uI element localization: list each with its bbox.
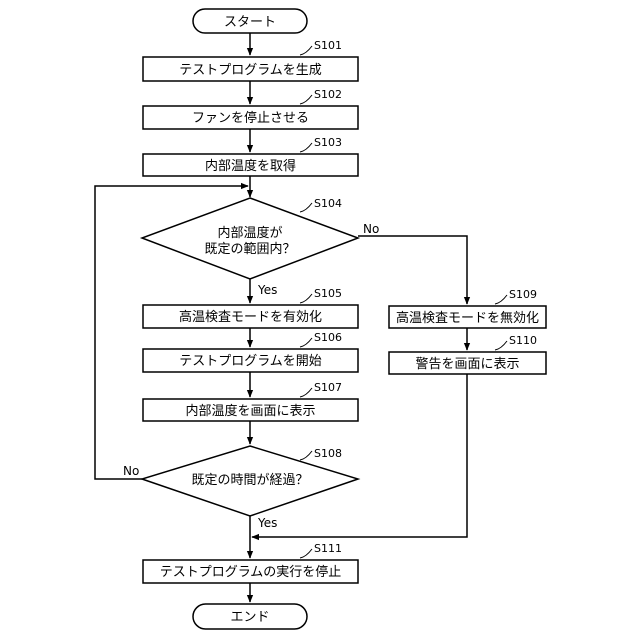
s111-step: S111 xyxy=(314,542,342,555)
start-label: スタート xyxy=(224,15,276,30)
s105-step: S105 xyxy=(314,287,342,300)
s103-step: S103 xyxy=(314,136,342,149)
s108-no-label: No xyxy=(123,464,139,478)
decision-s104: 内部温度が 既定の範囲内？ S104 xyxy=(142,197,358,279)
s101-step: S101 xyxy=(314,39,342,52)
start-terminal: スタート xyxy=(193,9,307,33)
end-terminal: エンド xyxy=(193,604,307,629)
s104-label-line1: 内部温度が xyxy=(217,225,282,241)
s103-label: 内部温度を取得 xyxy=(205,158,296,174)
s101-label: テストプログラムを生成 xyxy=(179,63,322,78)
s108-step: S108 xyxy=(314,447,342,460)
s107-step: S107 xyxy=(314,381,342,394)
s106-label: テストプログラムを開始 xyxy=(179,354,322,369)
s107-label: 内部温度を画面に表示 xyxy=(185,403,315,419)
s104-yes-label: Yes xyxy=(257,283,277,297)
s111-label: テストプログラムの実行を停止 xyxy=(160,564,342,580)
decision-s108: 既定の時間が経過？ S108 xyxy=(142,446,358,516)
s106-step: S106 xyxy=(314,331,342,344)
s102-label: ファンを停止させる xyxy=(192,110,309,126)
s108-yes-label: Yes xyxy=(257,516,277,530)
s104-no-label: No xyxy=(363,222,379,236)
s104-label-line2: 既定の範囲内？ xyxy=(204,241,295,257)
s105-label: 高温検査モードを有効化 xyxy=(179,309,322,325)
s109-step: S109 xyxy=(509,288,537,301)
end-label: エンド xyxy=(230,610,269,625)
s102-step: S102 xyxy=(314,88,342,101)
s104-step: S104 xyxy=(314,197,342,210)
s109-label: 高温検査モードを無効化 xyxy=(396,310,539,326)
s108-label: 既定の時間が経過？ xyxy=(191,473,308,488)
edge-s104-s109 xyxy=(358,236,467,304)
s110-label: 警告を画面に表示 xyxy=(415,356,519,372)
s110-step: S110 xyxy=(509,334,537,347)
